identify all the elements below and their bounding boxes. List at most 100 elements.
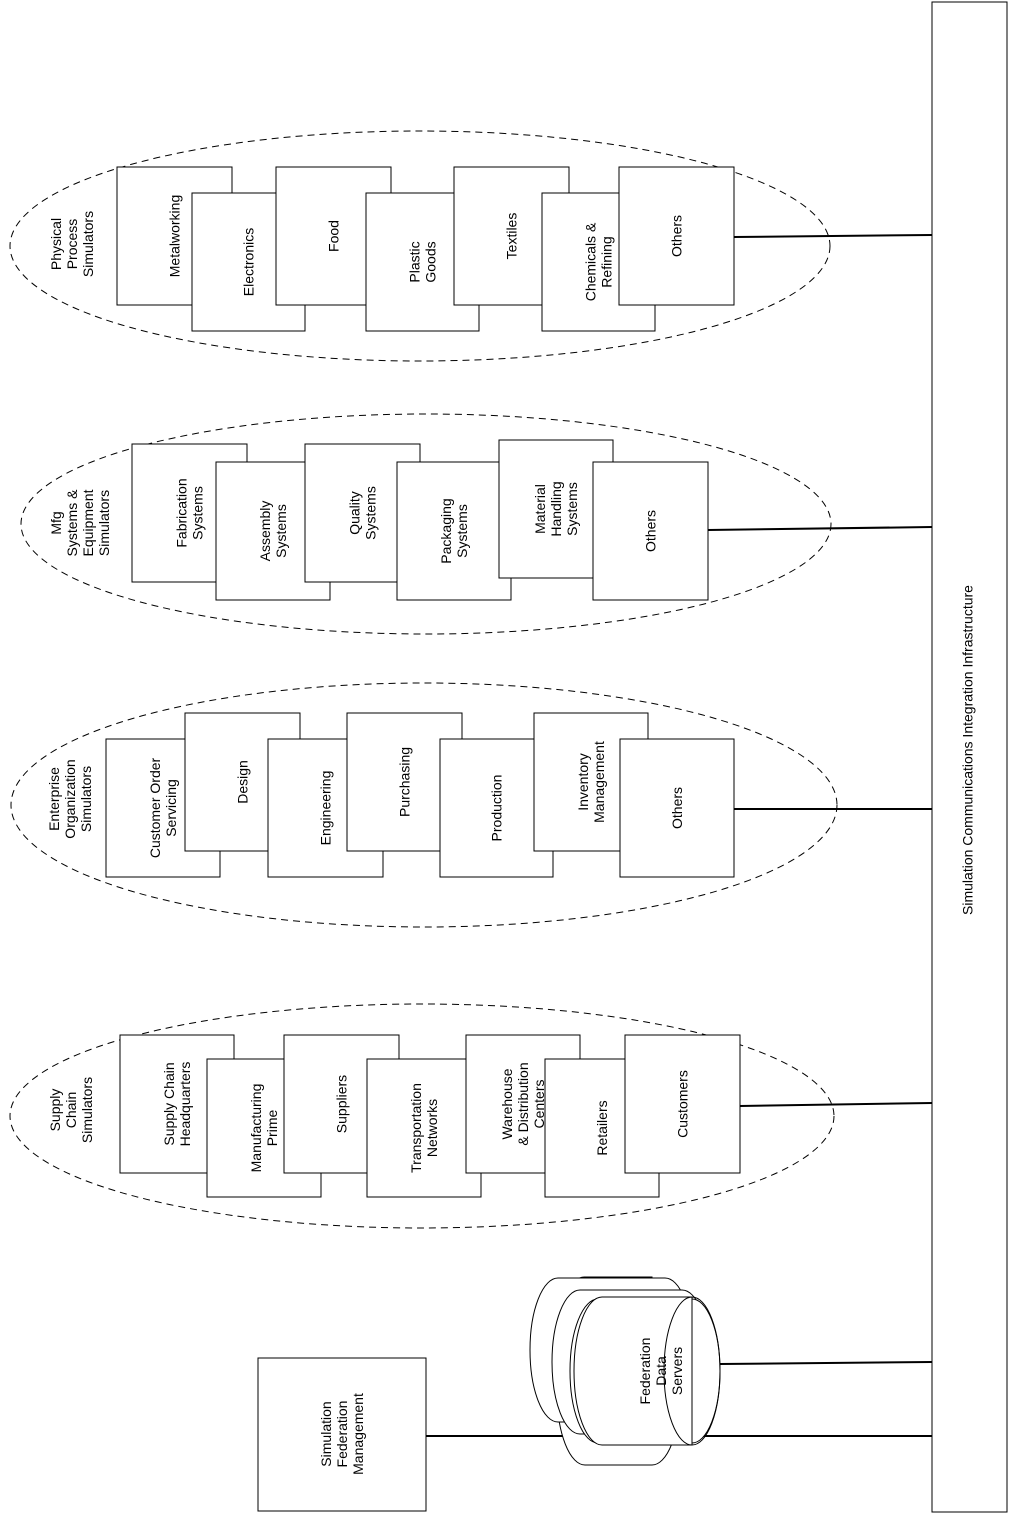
simulator-label-transportation-networks: TransportationNetworks [408,1083,440,1173]
simulator-box-others [618,166,735,306]
simulator-label-assembly-systems-line: Systems [273,504,289,558]
federation-management-label-line: Simulation [318,1401,334,1466]
simulator-label-retailers: Retailers [594,1100,610,1155]
federation-management-label: SimulationFederationManagement [318,1393,366,1475]
simulator-label-retailers-line: Retailers [594,1100,610,1155]
group-title-line: Mfg [48,511,64,534]
simulator-label-manufacturing-prime: ManufacturingPrime [248,1084,280,1173]
simulator-label-chemicals-refining-line: Refining [599,236,615,287]
data-servers-label-line: Federation [637,1338,653,1405]
simulator-label-fabrication-systems-line: Fabrication [174,478,190,547]
simulator-label-assembly-systems: AssemblySystems [257,501,289,562]
group-title: PhysicalProcessSimulators [48,211,96,277]
simulator-label-quality-systems: QualitySystems [347,486,379,540]
simulator-label-quality-systems-line: Quality [347,491,363,535]
simulator-label-warehouse-distribution-centers-line: Centers [531,1079,547,1128]
simulator-box-others [619,738,735,878]
simulator-box-packaging-systems [396,461,512,601]
simulator-box-others [592,461,709,601]
simulator-label-chemicals-refining: Chemicals &Refining [583,222,615,301]
group-ellipse-mfg-systems [20,413,832,635]
simulator-label-inventory-management-line: Management [591,741,607,823]
database-cylinder-front-cap [663,1296,721,1446]
simulator-label-electronics-line: Electronics [241,228,257,296]
connector-physical-process [733,234,933,238]
simulator-label-packaging-systems-line: Systems [454,504,470,558]
connector-supply-chain [739,1102,933,1107]
simulator-label-supply-chain-headquarters-line: Headquarters [177,1062,193,1147]
simulator-label-suppliers: Suppliers [334,1075,350,1133]
simulator-label-supply-chain-headquarters-line: Supply Chain [161,1062,177,1145]
simulator-label-plastic-goods-line: Plastic [407,241,423,282]
group-title: SupplyChainSimulators [47,1077,95,1143]
simulator-label-others-line: Others [669,215,685,257]
simulator-label-engineering: Engineering [318,771,334,846]
simulator-label-customer-order-servicing-line: Customer Order [147,757,163,858]
simulator-label-production: Production [489,775,505,842]
group-title-line: Supply [47,1089,63,1132]
simulator-label-others: Others [643,510,659,552]
simulator-label-plastic-goods: PlasticGoods [407,241,439,282]
simulator-label-packaging-systems: PackagingSystems [438,498,470,563]
simulator-label-quality-systems-line: Systems [363,486,379,540]
simulator-label-material-handling-systems-line: Material [532,484,548,534]
group-enterprise-organization-simulators: Customer OrderServicing Design Engineering… [46,712,735,878]
group-title-line: Physical [48,218,64,270]
simulator-label-customer-order-servicing-line: Servicing [163,779,179,837]
simulator-label-purchasing: Purchasing [397,747,413,817]
connector-data-servers [719,1361,933,1365]
group-title-line: Chain [63,1092,79,1129]
simulator-label-others-line: Others [643,510,659,552]
group-title-line: Process [64,219,80,270]
group-title-line: Simulators [78,766,94,832]
simulator-label-warehouse-distribution-centers-line: Warehouse [499,1068,515,1139]
simulator-label-others: Others [669,215,685,257]
federation-management-label-line: Federation [334,1401,350,1468]
simulator-label-others-line: Others [669,787,685,829]
group-ellipse-supply-chain [9,1003,835,1229]
simulator-label-transportation-networks-line: Transportation [408,1083,424,1173]
group-title-line: Simulators [79,1077,95,1143]
simulator-label-production-line: Production [489,775,505,842]
simulator-label-electronics: Electronics [241,228,257,296]
simulator-label-inventory-management: InventoryManagement [575,741,607,823]
group-title: EnterpriseOrganizationSimulators [46,759,94,838]
federation-management-box [257,1357,427,1512]
simulator-label-plastic-goods-line: Goods [423,241,439,282]
simulator-label-material-handling-systems-line: Systems [564,482,580,536]
connector-mfg-systems [707,526,933,531]
simulator-label-food-line: Food [326,220,342,252]
simulator-box-customers [624,1034,741,1174]
group-title-line: Systems & [64,489,80,557]
simulator-label-supply-chain-headquarters: Supply ChainHeadquarters [161,1062,193,1147]
simulator-label-engineering-line: Engineering [318,771,334,846]
simulator-label-textiles: Textiles [504,213,520,260]
group-title-line: Simulators [96,490,112,556]
simulator-label-design-line: Design [235,760,251,804]
simulator-label-manufacturing-prime-line: Manufacturing [248,1084,264,1173]
simulator-label-fabrication-systems: FabricationSystems [174,478,206,547]
group-title: MfgSystems &EquipmentSimulators [48,489,112,557]
data-servers-label: FederationDataServers [637,1338,685,1405]
simulator-label-customers-line: Customers [675,1070,691,1138]
group-title-line: Simulators [80,211,96,277]
federation-management-label-line: Management [350,1393,366,1475]
group-title-line: Enterprise [46,767,62,831]
data-servers-label-line: Data [653,1356,669,1386]
simulator-label-customer-order-servicing: Customer OrderServicing [147,757,179,858]
infrastructure-label: Simulation Communications Integration In… [960,585,976,915]
simulator-label-textiles-line: Textiles [504,213,520,260]
federation-data-servers: FederationDataServers [529,1276,721,1466]
group-ellipse-physical-process [9,130,831,362]
simulator-label-warehouse-distribution-centers-line: & Distribution [515,1062,531,1145]
simulator-label-customers: Customers [675,1070,691,1138]
simulator-label-warehouse-distribution-centers: Warehouse& DistributionCenters [499,1062,547,1145]
simulator-label-packaging-systems-line: Packaging [438,498,454,563]
group-ellipse-enterprise [10,682,838,928]
simulator-label-transportation-networks-line: Networks [424,1099,440,1157]
infrastructure-bus [931,1,1008,1513]
simulator-label-fabrication-systems-line: Systems [190,486,206,540]
simulator-box-transportation-networks [366,1058,482,1198]
